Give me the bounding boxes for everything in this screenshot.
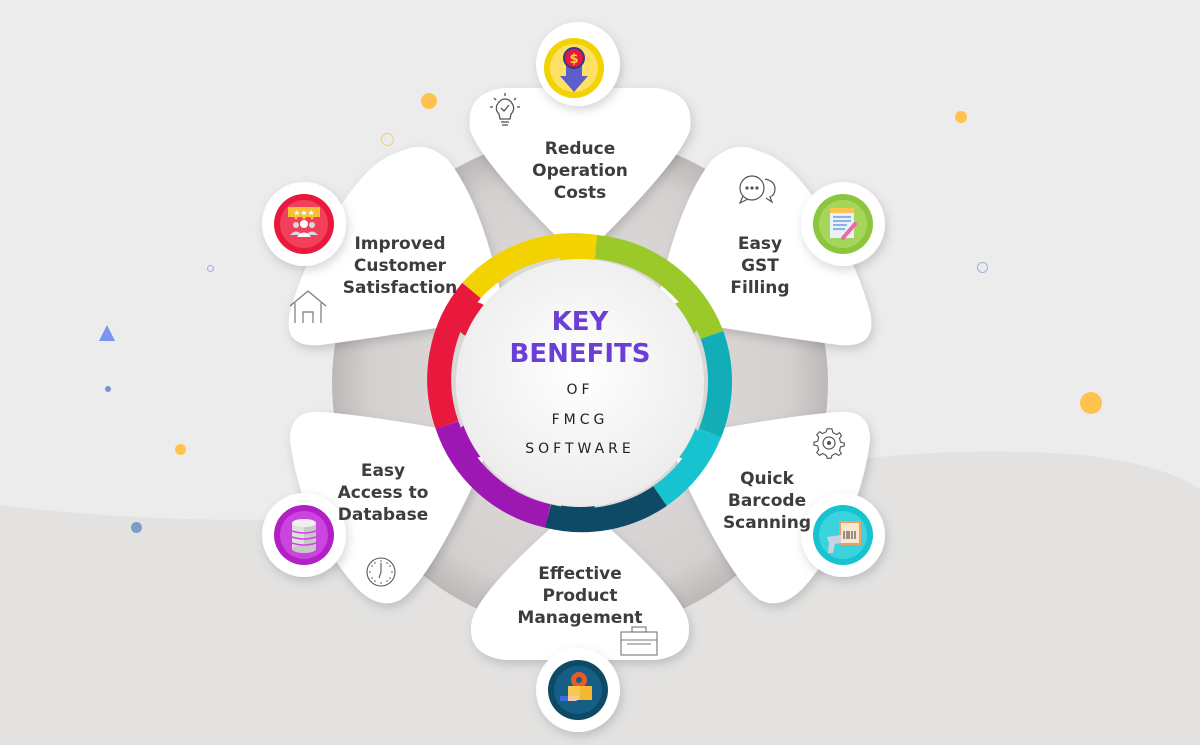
decor-dot-yellow xyxy=(1080,392,1102,414)
ring-segment-teal xyxy=(698,330,733,438)
ring-segment-red xyxy=(427,282,481,429)
benefit-label-reduce-costs: Reduce Operation Costs xyxy=(532,139,628,203)
benefit-label-product-mgmt: Effective Product Management xyxy=(517,564,643,628)
center-subtitle-software: SOFTWARE xyxy=(525,441,635,457)
center-disc xyxy=(456,259,704,507)
decor-ring-blue xyxy=(977,262,988,273)
petal-reduce-costs xyxy=(469,88,691,249)
decor-dot-yellow xyxy=(175,444,186,455)
rating-customers-icon: ★★★ xyxy=(274,194,334,254)
ring-segment-purple xyxy=(435,420,551,528)
center-title-benefits: BENEFITS xyxy=(509,339,651,369)
decor-dot-yellow xyxy=(421,93,437,109)
database-icon xyxy=(274,505,334,565)
chat-bubbles-icon xyxy=(738,175,776,205)
decor-ring-yellow xyxy=(381,133,394,146)
decor-dot-blue xyxy=(131,522,142,533)
lightbulb-check-icon xyxy=(490,93,520,126)
benefit-label-customer-satisfaction: Improved Customer Satisfaction xyxy=(342,234,458,298)
house-icon xyxy=(289,290,327,323)
center-title-key: KEY xyxy=(551,307,609,337)
svg-text:★★★: ★★★ xyxy=(293,209,315,218)
barcode-scanner-icon xyxy=(813,505,873,565)
dollar-down-arrow-icon: $ xyxy=(544,38,604,98)
product-box-gear-icon xyxy=(548,660,608,720)
briefcase-icon xyxy=(620,626,658,656)
svg-text:$: $ xyxy=(569,52,578,67)
decor-dot-yellow xyxy=(955,111,967,123)
gear-icon xyxy=(813,428,845,459)
petal-customer-satisfaction xyxy=(288,146,501,346)
center-subtitle-of: OF xyxy=(566,382,594,398)
decor-triangle xyxy=(99,325,115,341)
benefit-label-easy-access: Easy Access to Database xyxy=(337,461,429,525)
decor-dot-blue xyxy=(105,386,111,392)
ring-segment-navy xyxy=(545,485,667,533)
benefit-label-quick-barcode: Quick Barcode Scanning xyxy=(722,469,812,533)
benefit-label-easy-gst: Easy GST Filling xyxy=(730,234,790,298)
center-subtitle-fmcg: FMCG xyxy=(551,412,609,428)
clock-icon xyxy=(366,557,396,587)
decor-ring-blue xyxy=(207,265,214,272)
ring-segment-cyan xyxy=(652,428,722,506)
petal-product-mgmt xyxy=(470,512,690,660)
ring-segment-green xyxy=(594,235,724,340)
petal-easy-gst xyxy=(659,146,872,346)
notepad-pencil-icon xyxy=(813,194,873,254)
